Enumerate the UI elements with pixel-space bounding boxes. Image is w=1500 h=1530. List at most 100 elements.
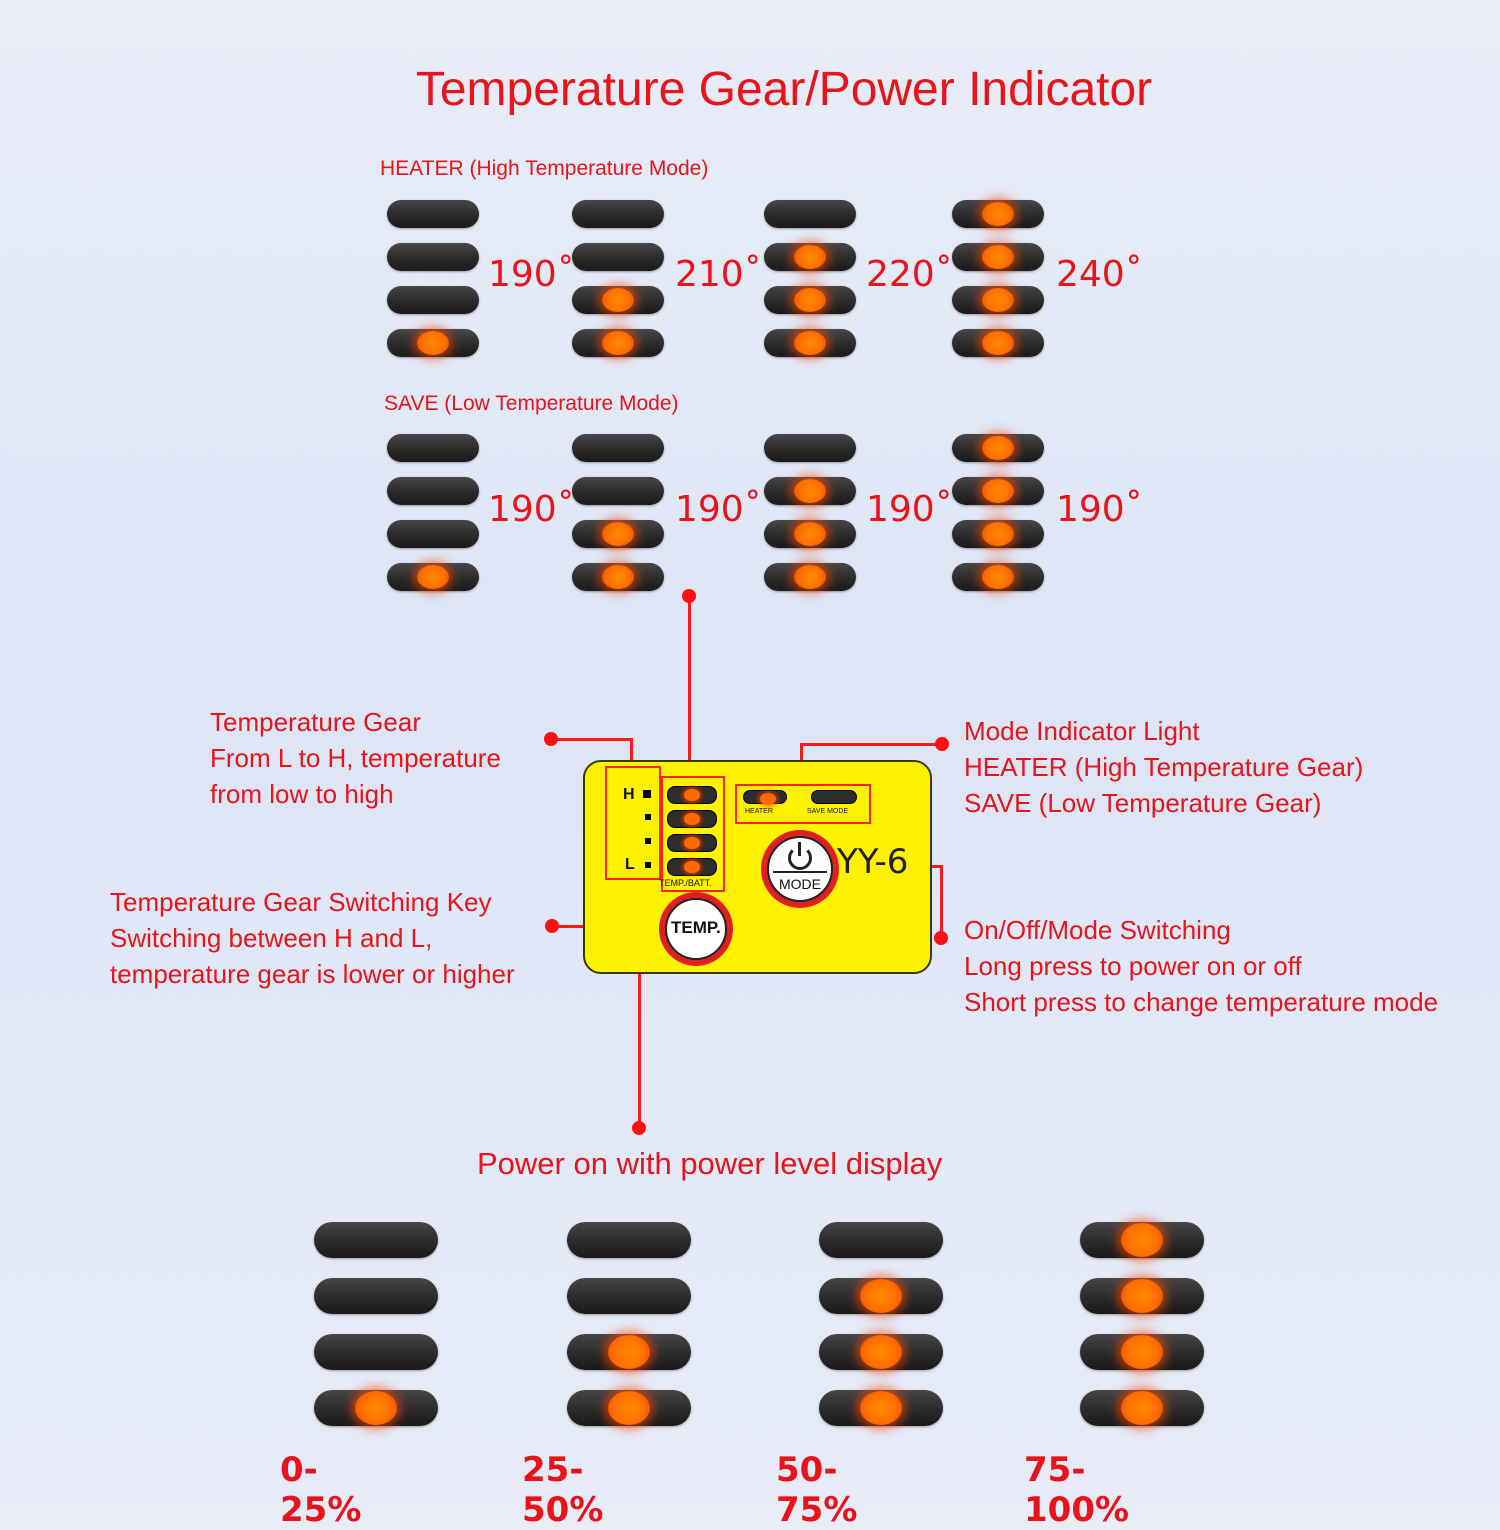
indicator-bar [572,520,664,548]
page-title: Temperature Gear/Power Indicator [415,63,1153,116]
mode-button-label: MODE [779,876,821,892]
indicator-bar [952,477,1044,505]
annotation-line: from low to high [210,779,394,809]
indicator-bar [314,1222,438,1258]
temp-button-label: TEMP. [671,918,721,937]
annotation-line: From L to H, temperature [210,743,501,773]
indicator-bar [314,1334,438,1370]
scale-mark [643,790,651,798]
indicator-bar [572,243,664,271]
temperature-value: 190˚ [488,489,575,530]
indicator-bar [764,434,856,462]
temperature-value: 190˚ [1056,489,1143,530]
indicator-bar [567,1390,691,1426]
connector-line [638,840,641,1128]
annotation-line: HEATER (High Temperature Gear) [964,752,1364,782]
connector-line [940,865,943,937]
indicator-bar [387,200,479,228]
annotation-temperature-gear: Temperature Gear From L to H, temperatur… [210,704,501,812]
power-range-label: 25-50% [522,1450,604,1530]
indicator-bar [764,520,856,548]
connector-dot [544,732,558,746]
mode-button-divider [773,871,827,873]
indicator-bar [572,200,664,228]
led-bar [667,786,717,804]
gear-scale-box [605,766,661,880]
annotation-line: Mode Indicator Light [964,716,1200,746]
connector-dot [632,1121,646,1135]
power-range-label: 75-100% [1024,1450,1130,1530]
led-bar [667,810,717,828]
indicator-bar [1080,1390,1204,1426]
indicator-bar [567,1278,691,1314]
indicator-bar [572,286,664,314]
indicator-bar [1080,1222,1204,1258]
save-mode-small-label: SAVE MODE [807,808,849,815]
save-mode-led [811,790,857,804]
annotation-mode-indicator: Mode Indicator Light HEATER (High Temper… [964,713,1363,821]
annotation-line: Temperature Gear [210,707,421,737]
temperature-value: 240˚ [1056,254,1143,295]
annotation-line: SAVE (Low Temperature Gear) [964,788,1322,818]
power-level-title: Power on with power level display [477,1146,943,1181]
mode-button[interactable]: MODE [761,830,839,908]
indicator-bar [952,200,1044,228]
connector-dot [935,737,949,751]
temperature-value: 220˚ [866,254,953,295]
indicator-bar [314,1390,438,1426]
indicator-bar [387,243,479,271]
indicator-bar [952,329,1044,357]
scale-mark [645,814,651,820]
annotation-line: temperature gear is lower or higher [110,959,515,989]
connector-line [800,743,942,746]
temperature-value: 190˚ [866,489,953,530]
indicator-bar [572,563,664,591]
indicator-bar [764,200,856,228]
indicator-bar [387,434,479,462]
indicator-bar [572,329,664,357]
scale-mark [645,862,651,868]
indicator-bar [1080,1334,1204,1370]
connector-line [630,738,633,768]
h-label: H [623,786,635,803]
indicator-bar [567,1222,691,1258]
indicator-bar [764,563,856,591]
heater-mode-led [743,790,787,805]
indicator-bar [567,1334,691,1370]
temp-batt-label: TEMP./BATT. [659,878,712,888]
annotation-switching-key: Temperature Gear Switching Key Switching… [110,884,515,992]
indicator-bar [387,477,479,505]
temperature-value: 190˚ [488,254,575,295]
mode-light-box [735,784,871,824]
temperature-value: 210˚ [675,254,762,295]
indicator-bar [387,286,479,314]
indicator-bar [819,1278,943,1314]
annotation-line: Temperature Gear Switching Key [110,887,492,917]
led-bar [667,834,717,852]
power-icon [788,846,812,870]
save-mode-label: SAVE (Low Temperature Mode) [384,392,679,415]
indicator-bar [764,477,856,505]
indicator-bar [387,329,479,357]
indicator-bar [764,243,856,271]
indicator-bar [387,563,479,591]
power-icon-bar [798,842,801,856]
l-label: L [625,856,635,873]
scale-mark [645,838,651,844]
heater-small-label: HEATER [745,808,773,815]
controller-panel: H L TEMP./BATT. HEATER SAVE MODE YY-6 MO… [583,760,932,974]
indicator-bar [819,1390,943,1426]
heater-mode-label: HEATER (High Temperature Mode) [380,157,709,180]
connector-line [550,738,632,741]
temperature-value: 190˚ [675,489,762,530]
indicator-bar [572,434,664,462]
led-bar [667,858,717,876]
power-range-label: 50-75% [776,1450,858,1530]
temp-button[interactable]: TEMP. [659,892,733,966]
model-name: YY-6 [837,842,909,882]
connector-dot [934,931,948,945]
indicator-bar [952,520,1044,548]
indicator-bar [387,520,479,548]
indicator-bar [314,1278,438,1314]
annotation-on-off-mode: On/Off/Mode Switching Long press to powe… [964,912,1438,1020]
